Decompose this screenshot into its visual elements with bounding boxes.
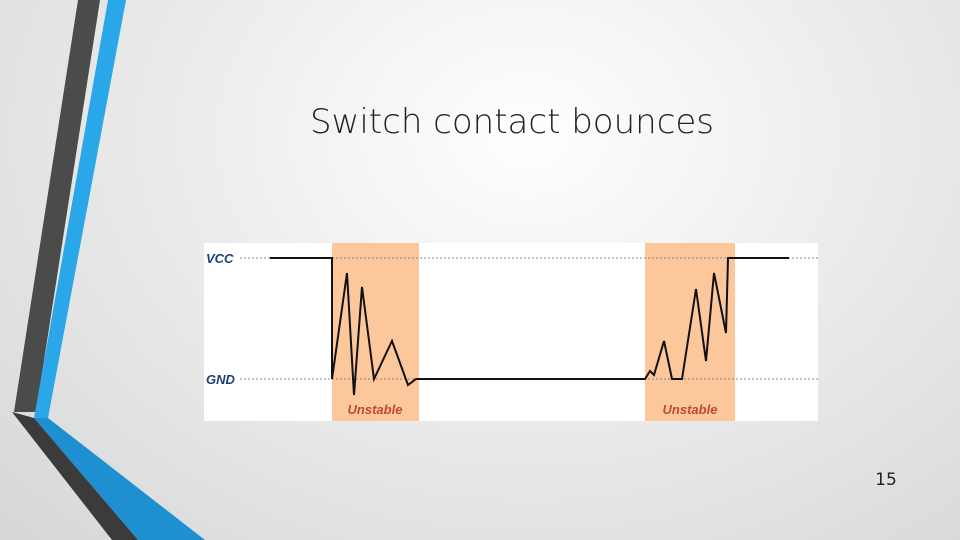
decor-blue-wedge bbox=[34, 418, 205, 540]
unstable-label-left: Unstable bbox=[348, 402, 403, 417]
vcc-label: VCC bbox=[206, 251, 234, 266]
unstable-label-right: Unstable bbox=[663, 402, 718, 417]
decor-gray-wedge bbox=[12, 412, 138, 540]
bounce-diagram: VCC GND Unstable Unstable bbox=[204, 243, 818, 421]
bounce-diagram-svg: VCC GND Unstable Unstable bbox=[206, 243, 818, 421]
bounce-signal-waveform bbox=[270, 257, 789, 396]
decor-gray-stripe bbox=[14, 0, 100, 412]
page-number: 15 bbox=[875, 470, 897, 490]
unstable-zone-left bbox=[332, 243, 419, 421]
decor-blue-stripe bbox=[34, 0, 126, 418]
gnd-label: GND bbox=[206, 372, 236, 387]
slide-title: Switch contact bounces bbox=[309, 102, 715, 142]
